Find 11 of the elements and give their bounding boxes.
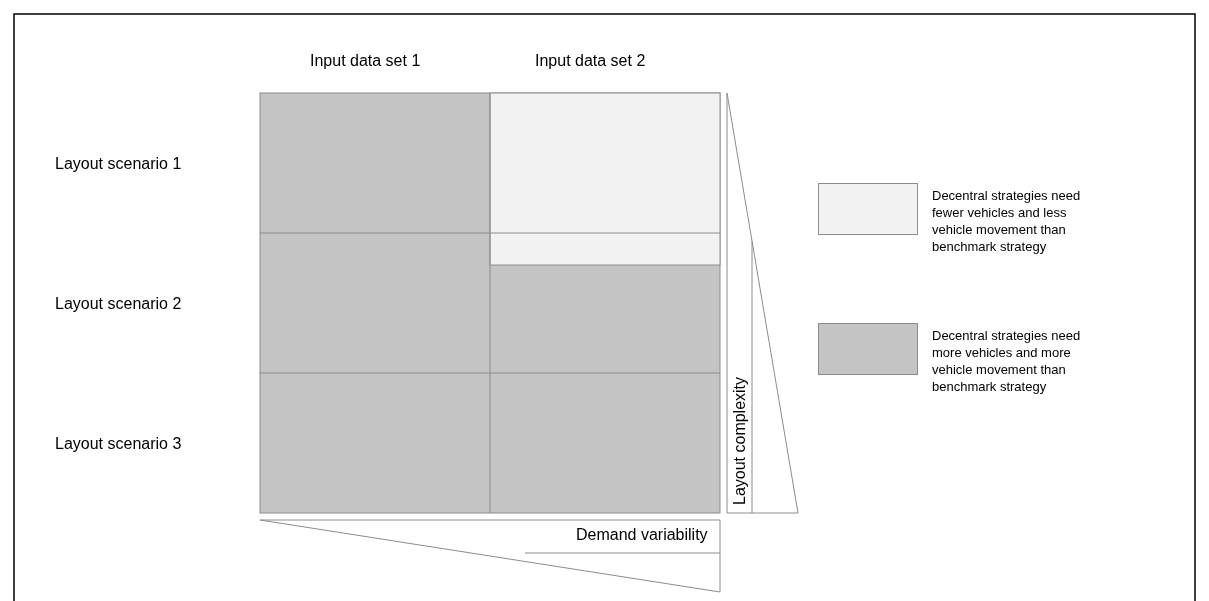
column-header: Input data set 1 <box>310 52 421 70</box>
wedge-shape <box>726 92 799 514</box>
row-header: Layout scenario 1 <box>55 155 182 173</box>
legend-text: Decentral strategies need more vehicles and more vehicle movement than benchmark strategy <box>932 327 1082 395</box>
wedge-shape <box>259 519 721 593</box>
row-header: Layout scenario 2 <box>55 295 182 313</box>
row-header: Layout scenario 3 <box>55 435 182 453</box>
axis-label: Demand variability <box>576 526 708 544</box>
column-header: Input data set 2 <box>535 52 646 70</box>
legend-text: Decentral strategies need fewer vehicles and less vehicle movement than benchmark strategy <box>932 187 1082 255</box>
axis-label: Layout complexity <box>731 376 749 505</box>
